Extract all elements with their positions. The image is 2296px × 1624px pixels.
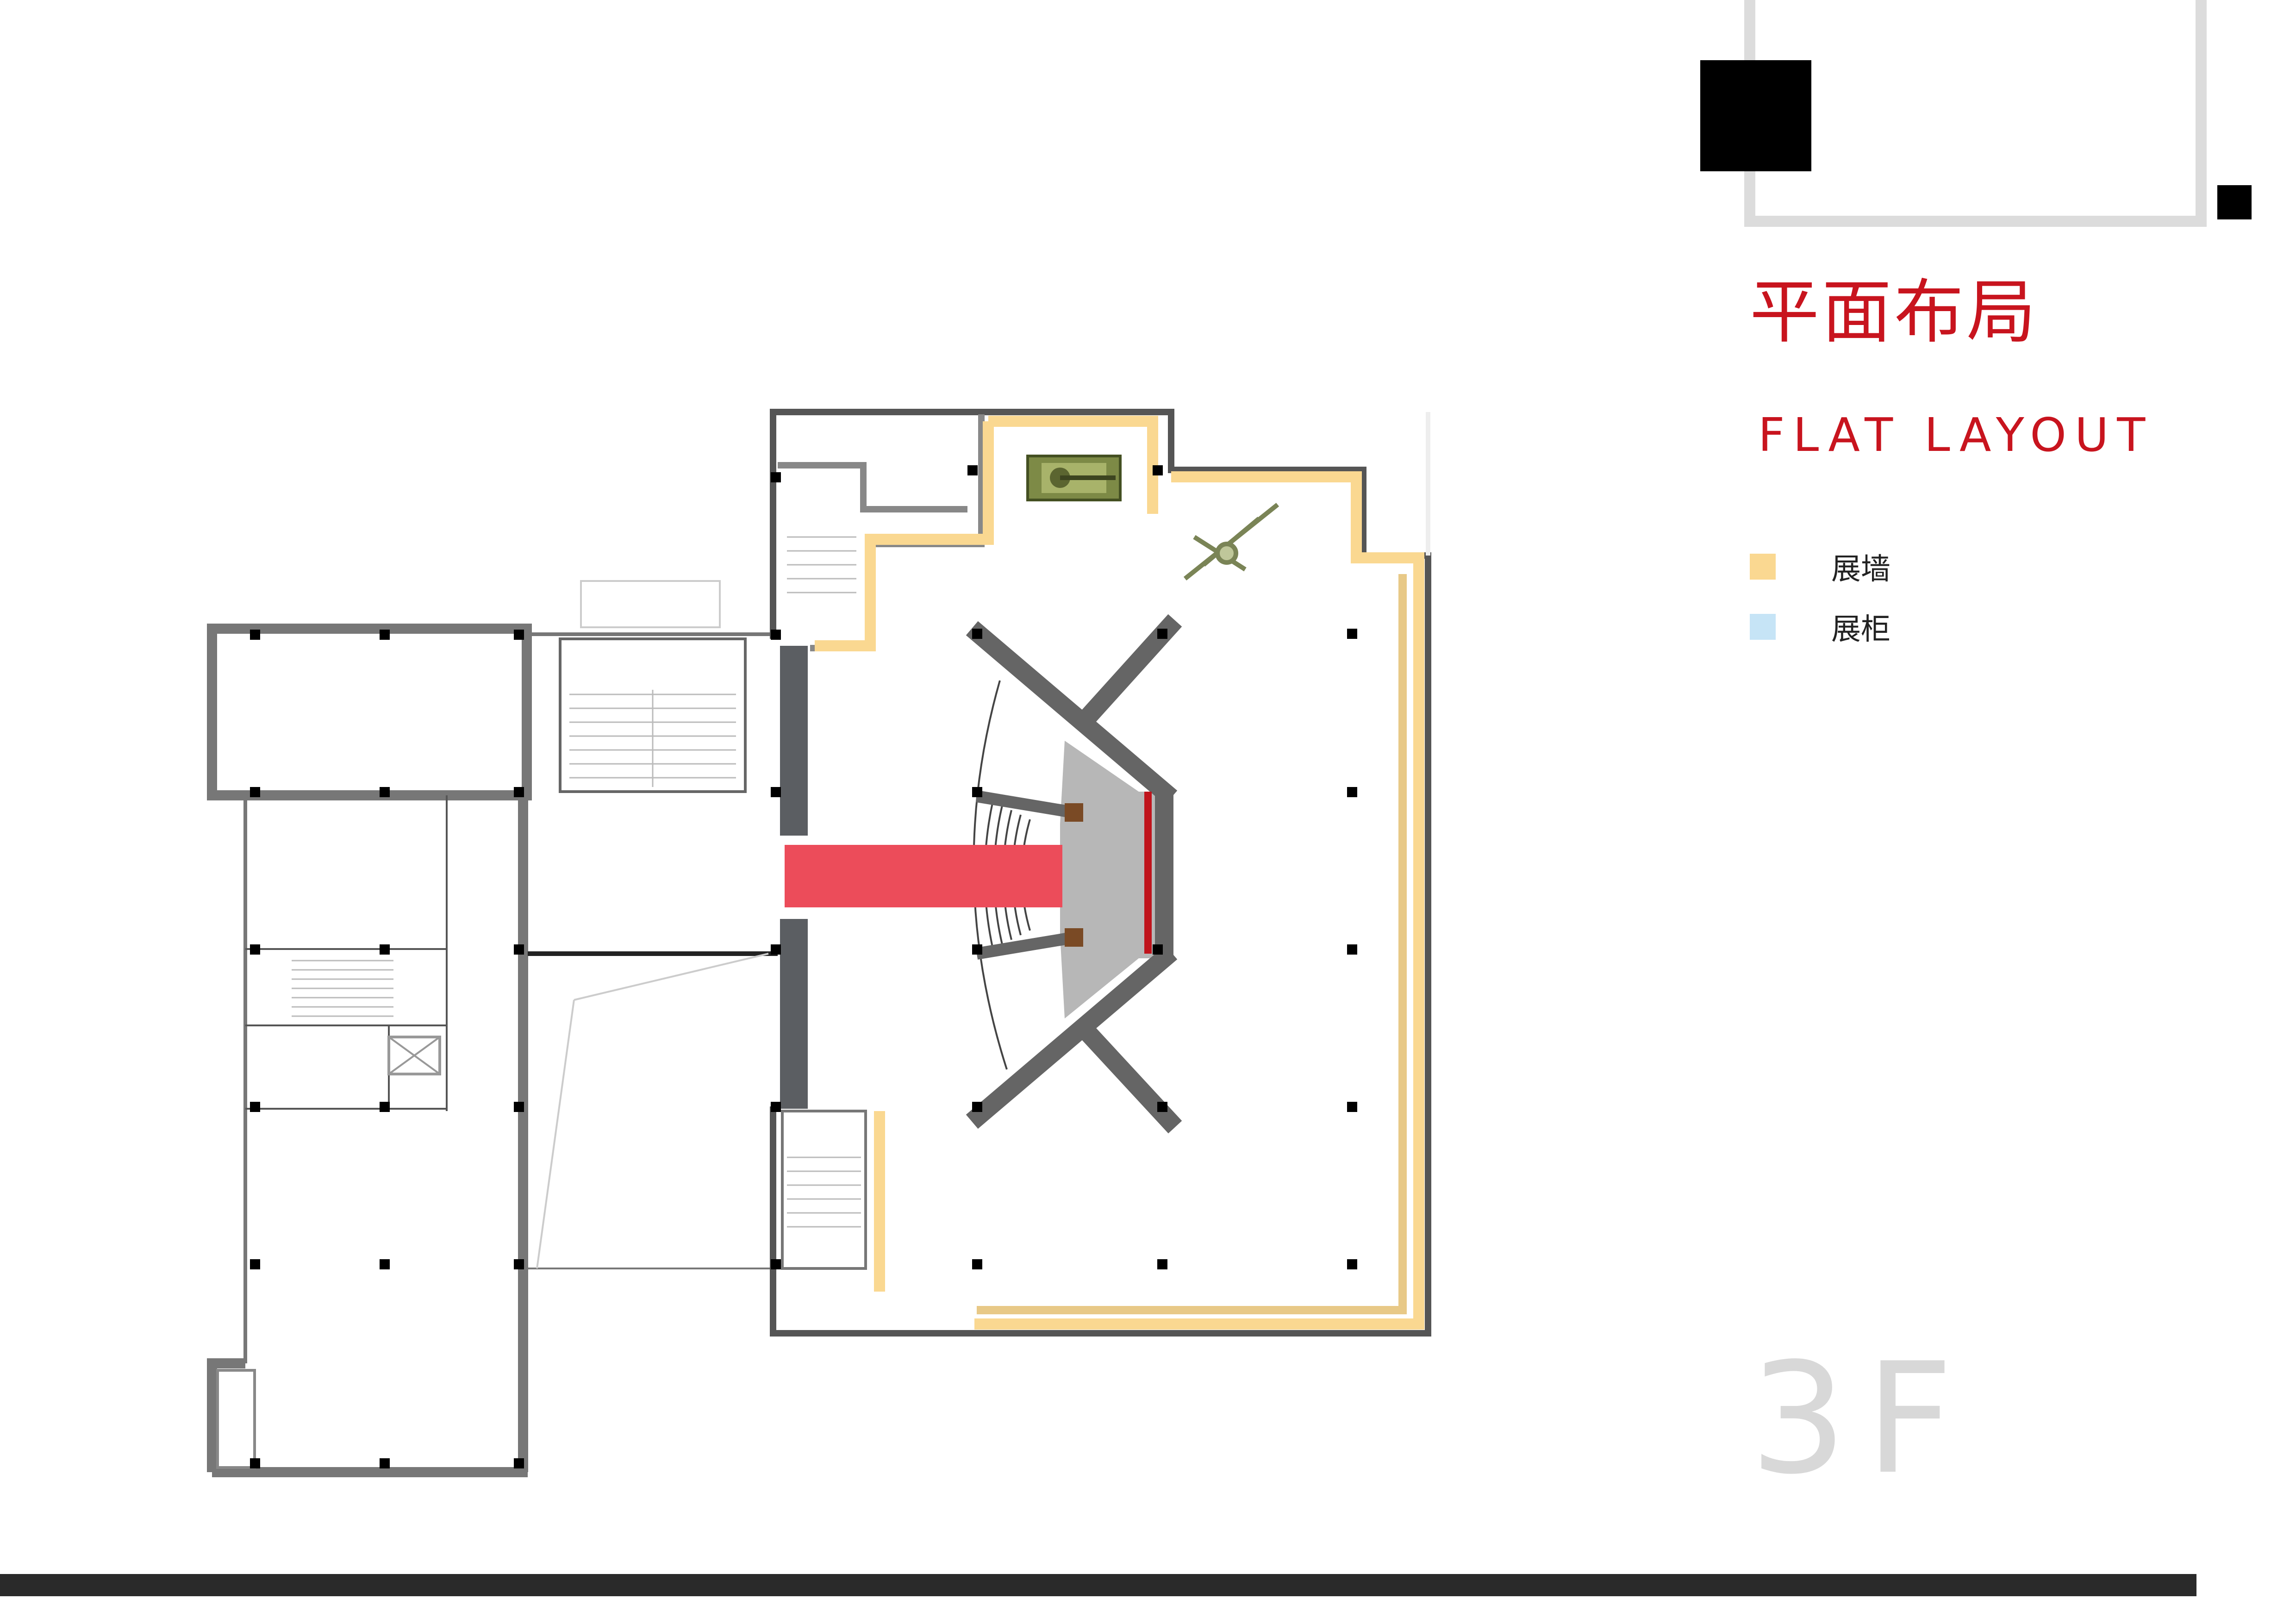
corner-decoration xyxy=(1700,0,2252,227)
left-wing xyxy=(207,624,532,1477)
connector xyxy=(523,580,778,1269)
bottom-bar xyxy=(0,1574,2196,1596)
red-carpet xyxy=(785,845,1062,907)
page-title: 平面布局 xyxy=(1750,272,2039,353)
tank-exhibit-icon xyxy=(1026,455,1122,501)
legend-item-display-case: 展柜 xyxy=(1750,606,1890,648)
legend-item-display-wall: 展墙 xyxy=(1750,545,1890,588)
legend-swatch xyxy=(1750,614,1776,640)
page-subtitle: FLAT LAYOUT xyxy=(1758,408,2154,462)
legend-label: 展墙 xyxy=(1831,552,1890,587)
main-hall xyxy=(250,409,1431,1468)
legend-swatch xyxy=(1750,554,1776,580)
columns xyxy=(250,465,1357,1468)
legend-label: 展柜 xyxy=(1831,612,1890,647)
floor-label: 3F xyxy=(1750,1330,1972,1508)
artillery-exhibit-icon xyxy=(1183,503,1279,581)
